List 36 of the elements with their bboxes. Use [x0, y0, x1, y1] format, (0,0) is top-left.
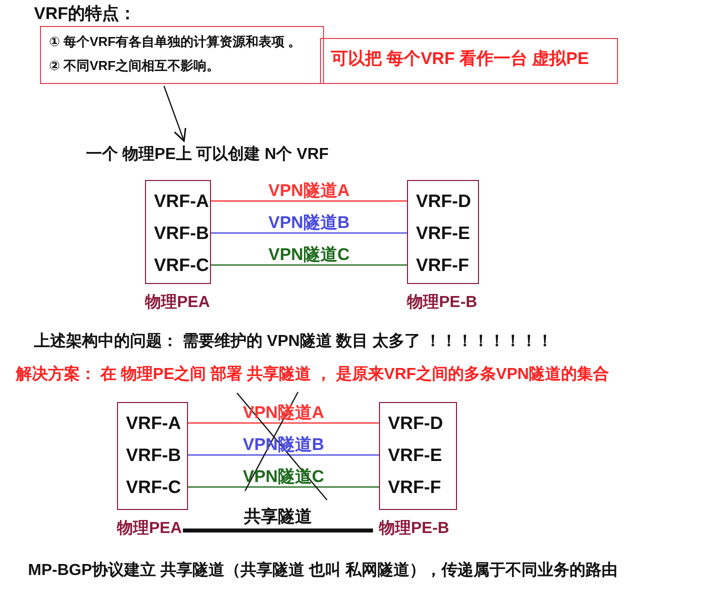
device-label: 物理PE-B: [407, 293, 478, 313]
list-item: ① 每个VRF有各自单独的计算资源和表项 。: [49, 33, 302, 51]
tunnel-line: [188, 454, 379, 456]
summary-text: MP-BGP协议建立 共享隧道（共享隧道 也叫 私网隧道），传递属于不同业务的路由: [28, 560, 618, 581]
solution-statement: 解决方案： 在 物理PE之间 部署 共享隧道 ， 是原来VRF之间的多条VPN隧道的集合: [16, 364, 609, 385]
vrf-label: VRF-F: [416, 253, 469, 277]
vrf-label: VRF-B: [126, 443, 181, 467]
vrf-label: VRF-D: [388, 411, 443, 435]
device-label: 物理PEA: [117, 519, 182, 539]
heading: VRF的特点：: [34, 3, 136, 25]
edge-label: VPN隧道A: [268, 180, 350, 202]
tunnel-line: [188, 486, 379, 488]
vrf-label: VRF-B: [154, 221, 209, 245]
vrf-label: VRF-A: [126, 411, 181, 435]
vrf-label: VRF-F: [388, 475, 441, 499]
statement-text: 一个 物理PE上 可以创建 N个 VRF: [86, 144, 329, 165]
tunnel-line: [182, 528, 373, 532]
edge-label: VPN隧道B: [268, 212, 350, 234]
vrf-label: VRF-A: [154, 189, 209, 213]
arrow: [163, 86, 186, 142]
vrf-label: VRF-C: [126, 475, 181, 499]
tunnel-line: [211, 200, 407, 202]
vrf-label: VRF-E: [416, 221, 470, 245]
tunnel-line: [211, 232, 407, 234]
callout-box: 可以把 每个VRF 看作一台 虚拟PE: [320, 38, 618, 84]
edge-label: 共享隧道: [244, 506, 312, 528]
device-label: 物理PEA: [145, 293, 210, 313]
vrf-label: VRF-D: [416, 189, 471, 213]
device-label: 物理PE-B: [379, 519, 450, 539]
problem-statement: 上述架构中的问题： 需要维护的 VPN隧道 数目 太多了 ！！！！！！！！: [34, 331, 554, 352]
edge-label: VPN隧道C: [268, 244, 350, 266]
vrf-label: VRF-E: [388, 443, 442, 467]
vrf-label: VRF-C: [154, 253, 209, 277]
tunnel-line: [211, 264, 407, 266]
list-item: ② 不同VRF之间相互不影响。: [49, 57, 220, 75]
tunnel-line: [188, 422, 379, 424]
